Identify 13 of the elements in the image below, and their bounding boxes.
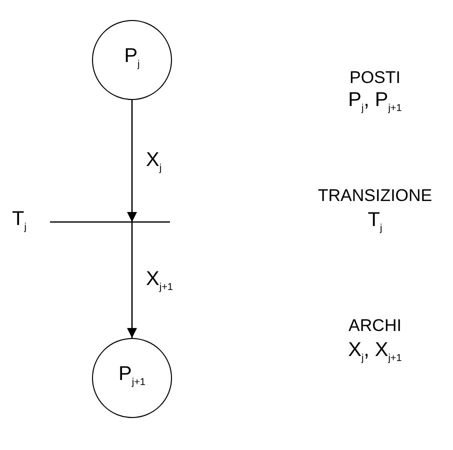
transition-label: T$_{j}$ — [12, 208, 26, 235]
edge-label: X$_{j+1}$ — [146, 268, 173, 295]
place-label: P$_{j}$ — [124, 44, 140, 72]
edge-label: X$_{j}$ — [146, 149, 162, 176]
section-heading: TRANSIZIONE — [318, 186, 432, 206]
place-label: P$_{j+1}$ — [118, 362, 146, 390]
arrow — [127, 100, 137, 222]
arrow — [127, 222, 137, 338]
label-value: P$_{j}$, P$_{j+1}$ — [348, 90, 402, 116]
section-heading: POSTI — [350, 68, 400, 88]
section-heading: ARCHI — [348, 316, 402, 336]
label-value: T$_{j}$ — [368, 210, 382, 236]
label-value: X$_{j}$, X$_{j+1}$ — [348, 340, 402, 366]
